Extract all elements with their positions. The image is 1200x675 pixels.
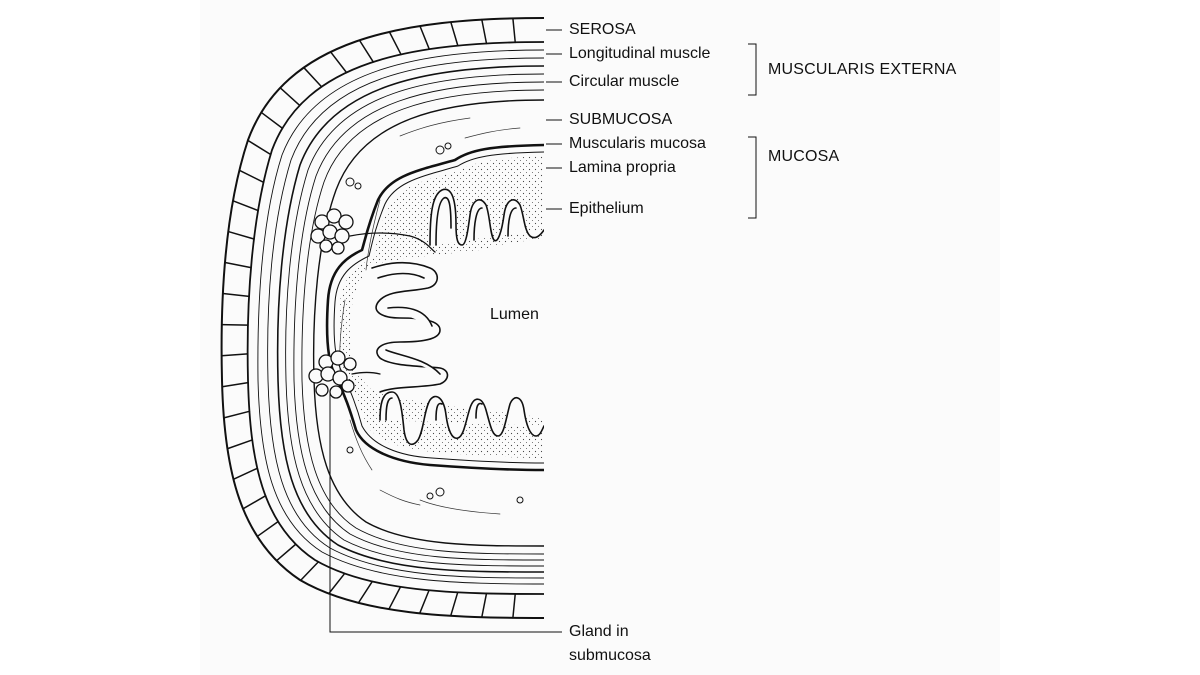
small-vessels — [345, 142, 524, 504]
epithelium-villi-lower — [379, 391, 544, 446]
label-gland-line1: Gland in — [569, 623, 629, 640]
label-submucosa: SUBMUCOSA — [569, 111, 673, 128]
group-mucosa: MUCOSA — [768, 148, 840, 165]
muscle-block-divider — [227, 230, 255, 240]
muscle-block-divider — [512, 17, 516, 44]
epithelium-folds — [371, 261, 449, 393]
lamina-propria — [338, 156, 544, 458]
muscle-block-divider — [223, 410, 251, 419]
muscle-block-divider — [481, 592, 488, 618]
muscle-block-divider — [449, 591, 459, 617]
muscle-block-divider — [481, 18, 488, 45]
muscle-block-divider — [247, 139, 272, 156]
label-lamina-propria: Lamina propria — [569, 159, 676, 176]
muscle-block-divider — [242, 495, 267, 510]
label-serosa: SEROSA — [569, 21, 636, 38]
muscle-block-divider — [221, 381, 249, 388]
muscle-block-divider — [450, 21, 459, 47]
muscle-block-divider — [357, 580, 373, 604]
group-muscularis-externa: MUSCULARIS EXTERNA — [768, 61, 957, 78]
muscle-block-divider — [222, 292, 250, 298]
muscle-block-divider — [303, 66, 323, 88]
muscle-block-divider — [328, 572, 346, 595]
muscle-block-divider — [299, 561, 320, 582]
longitudinal-muscle-edge — [246, 41, 544, 595]
muscle-block-divider — [279, 87, 301, 107]
muscle-block-divider — [388, 31, 402, 56]
circular-muscle-fibres — [257, 49, 544, 585]
serosa-outline — [220, 17, 544, 619]
muscle-block-divider — [232, 200, 259, 212]
bracket-mucosa — [748, 136, 757, 219]
muscle-block-divider — [238, 169, 265, 184]
muscularis-mucosa — [325, 143, 544, 472]
circular-muscle-edge — [276, 65, 544, 573]
muscle-block-divider — [388, 586, 402, 610]
label-epithelium: Epithelium — [569, 200, 644, 217]
muscle-block-divider — [232, 467, 259, 481]
muscle-block-divider — [224, 261, 252, 269]
epithelium-villi — [429, 188, 544, 246]
longitudinal-muscle-blocks — [220, 17, 516, 619]
submucosa-gland-lower — [308, 350, 381, 399]
label-lumen: Lumen — [490, 306, 539, 323]
muscle-block-divider — [226, 439, 253, 450]
muscle-block-divider — [220, 353, 249, 357]
muscle-block-divider — [418, 589, 430, 615]
label-muscularis-mucosa: Muscularis mucosa — [569, 135, 706, 152]
label-circular-muscle: Circular muscle — [569, 73, 680, 90]
label-gland-line2: submucosa — [569, 647, 651, 664]
submucosa-gland-upper — [310, 208, 436, 255]
label-longitudinal-muscle: Longitudinal muscle — [569, 45, 711, 62]
leader-gland — [329, 392, 562, 633]
diagram-paper — [200, 0, 1000, 675]
muscle-block-divider — [358, 39, 374, 63]
muscle-block-divider — [512, 593, 516, 619]
submucosa-edge — [312, 99, 544, 547]
muscle-block-divider — [419, 25, 431, 50]
muscle-block-divider — [329, 51, 348, 74]
muscle-block-divider — [260, 111, 284, 130]
bracket-muscularis-externa — [748, 43, 757, 96]
muscle-block-divider — [275, 543, 297, 562]
muscle-block-divider — [256, 520, 279, 538]
